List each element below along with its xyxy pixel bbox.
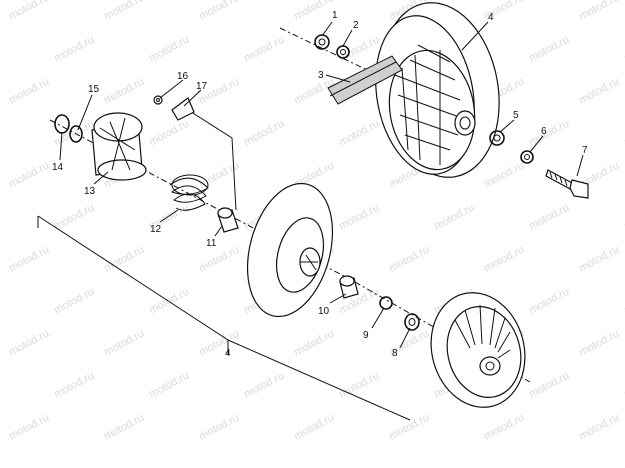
callout-9: 9 [363,330,369,341]
watermark-text: motod.ru [292,328,336,359]
watermark-text: motod.ru [527,286,571,317]
callout-11: 11 [206,238,217,249]
watermark-text: motod.ru [52,118,96,149]
cam-part-13 [91,112,147,181]
watermark-text: motod.ru [337,118,381,149]
watermark-text: motod.ru [577,244,621,275]
watermark-text: motod.ru [52,34,96,65]
watermark-text: motod.ru [482,412,526,443]
callout-3: 3 [318,70,324,81]
watermark-text: motod.ru [527,202,571,233]
watermark-text: motod.ru [527,34,571,65]
callout-4: 4 [488,12,494,23]
watermark-text: motod.ru [292,0,336,23]
callout-15: 15 [88,84,100,95]
watermark-text: motod.ru [147,118,191,149]
upper-pulley-sheave [375,2,500,178]
callout-labels: 1 2 3 4 5 6 7 15 14 13 12 11 16 17 10 9 … [52,10,588,359]
watermark-text: motod.ru [197,412,241,443]
bushing-part-10 [339,275,359,299]
watermark-text: motod.ru [102,76,146,107]
watermark-text: motod.ru [577,412,621,443]
snap-ring-part-14 [54,114,70,134]
watermark-text: motod.ru [387,412,431,443]
bushing-part-11 [217,207,239,233]
callout-4-bracket: 4 [225,348,231,359]
movable-sheave [246,182,334,318]
watermark-text: motod.ru [52,370,96,401]
watermark-text: motod.ru [7,244,51,275]
callout-13: 13 [84,186,96,197]
callout-17: 17 [196,81,208,92]
watermark-text: motod.ru [102,0,146,23]
watermark-text: motod.ru [337,202,381,233]
watermark-text: motod.ru [482,244,526,275]
watermark-text: motod.ru [197,0,241,23]
watermark-text: motod.ru [52,202,96,233]
watermark-text: motod.ru [577,0,621,23]
bolt-part-7 [545,169,589,199]
watermark-text: motod.ru [7,328,51,359]
washer-part-15 [69,125,83,143]
callout-6: 6 [541,126,547,137]
callout-5: 5 [513,110,519,121]
watermark-text: motod.ru [7,76,51,107]
watermark-text: motod.ru [387,244,431,275]
washer-part-1 [314,34,330,50]
watermark-text: motod.ru [102,328,146,359]
watermark-text: motod.ru [292,412,336,443]
watermark-text: motod.ru [482,160,526,191]
drive-belt [327,55,403,105]
callout-2: 2 [353,20,359,31]
callout-1: 1 [332,10,338,21]
watermark-text: motod.ru [147,34,191,65]
spring-part-12 [169,174,209,211]
callout-8: 8 [392,348,398,359]
watermark-text: motod.ru [7,0,51,23]
watermark-text: motod.ru [7,160,51,191]
washer-part-6 [520,150,534,164]
watermark-text: motod.ru [577,76,621,107]
watermark-text: motod.ru [197,244,241,275]
leader-lines [59,21,584,349]
watermark-text: motod.ru [7,412,51,443]
fixed-sheave [430,292,526,408]
washer-part-8 [404,313,420,331]
callout-10: 10 [318,306,330,317]
watermark-text: motod.ru [52,286,96,317]
watermark-text: motod.ru [102,244,146,275]
watermark-text: motod.ru [102,412,146,443]
watermark-text: motod.ru [242,118,286,149]
watermark-text: motod.ru [527,370,571,401]
watermark-text: motod.ru [147,370,191,401]
washer-part-9 [379,296,393,310]
callout-16: 16 [177,71,189,82]
weight-part-17 [171,97,195,121]
watermark-text: motod.ru [242,370,286,401]
watermark-text: motod.ru [242,34,286,65]
callout-12: 12 [150,224,162,235]
assembly-bracket [37,215,411,421]
callout-7: 7 [582,145,588,156]
watermark-text: motod.ru [337,370,381,401]
callout-14: 14 [52,162,64,173]
watermark-text: motod.ru [577,328,621,359]
watermark-text: motod.ru [432,202,476,233]
watermark-text: motod.ru [527,118,571,149]
bushing-part-5 [489,130,505,146]
